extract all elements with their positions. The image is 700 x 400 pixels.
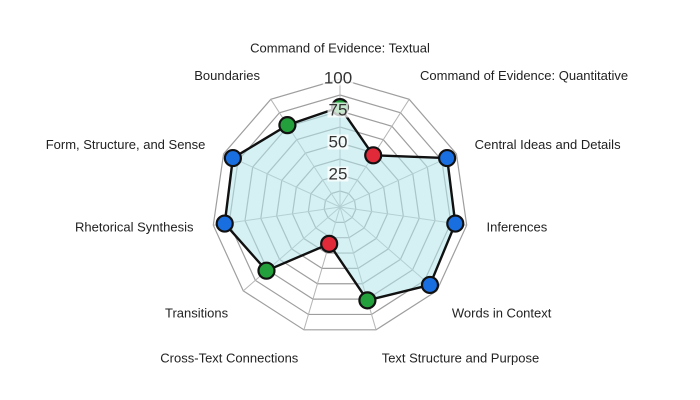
category-label: Inferences xyxy=(487,220,548,235)
radar-data-area-group xyxy=(223,105,457,302)
category-label: Transitions xyxy=(165,305,229,320)
category-label: Central Ideas and Details xyxy=(475,137,621,152)
data-point[interactable] xyxy=(320,234,339,253)
radial-tick-label: 50 xyxy=(329,132,348,151)
data-point[interactable] xyxy=(364,146,383,165)
radial-tick-label: 25 xyxy=(329,164,348,183)
tick-label-background xyxy=(327,166,349,182)
radial-tick-label: 100 xyxy=(324,68,352,87)
data-point[interactable] xyxy=(420,275,440,295)
grid-ring xyxy=(212,78,468,331)
data-point[interactable] xyxy=(358,291,377,310)
data-point[interactable] xyxy=(446,214,465,233)
category-label: Words in Context xyxy=(452,305,552,320)
tick-label-background xyxy=(327,102,349,118)
data-point[interactable] xyxy=(223,148,242,168)
category-label: Command of Evidence: Textual xyxy=(250,40,430,55)
tick-label-background xyxy=(327,134,349,150)
data-point[interactable] xyxy=(438,148,457,168)
radial-tick-label: 75 xyxy=(329,100,348,119)
category-label: Text Structure and Purpose xyxy=(382,350,540,365)
radar-data-area xyxy=(223,105,457,302)
radial-tick-labels: 25 50 75 100 xyxy=(322,68,354,183)
category-label: Cross-Text Connections xyxy=(160,350,298,365)
category-label: Form, Structure, and Sense xyxy=(46,137,206,152)
data-point[interactable] xyxy=(257,261,276,280)
category-label: Rhetorical Synthesis xyxy=(75,220,194,235)
category-label: Boundaries xyxy=(194,68,260,83)
data-point[interactable] xyxy=(215,214,234,233)
category-label: Command of Evidence: Quantitative xyxy=(420,68,628,83)
data-point[interactable] xyxy=(278,116,297,135)
tick-label-background xyxy=(322,70,354,86)
